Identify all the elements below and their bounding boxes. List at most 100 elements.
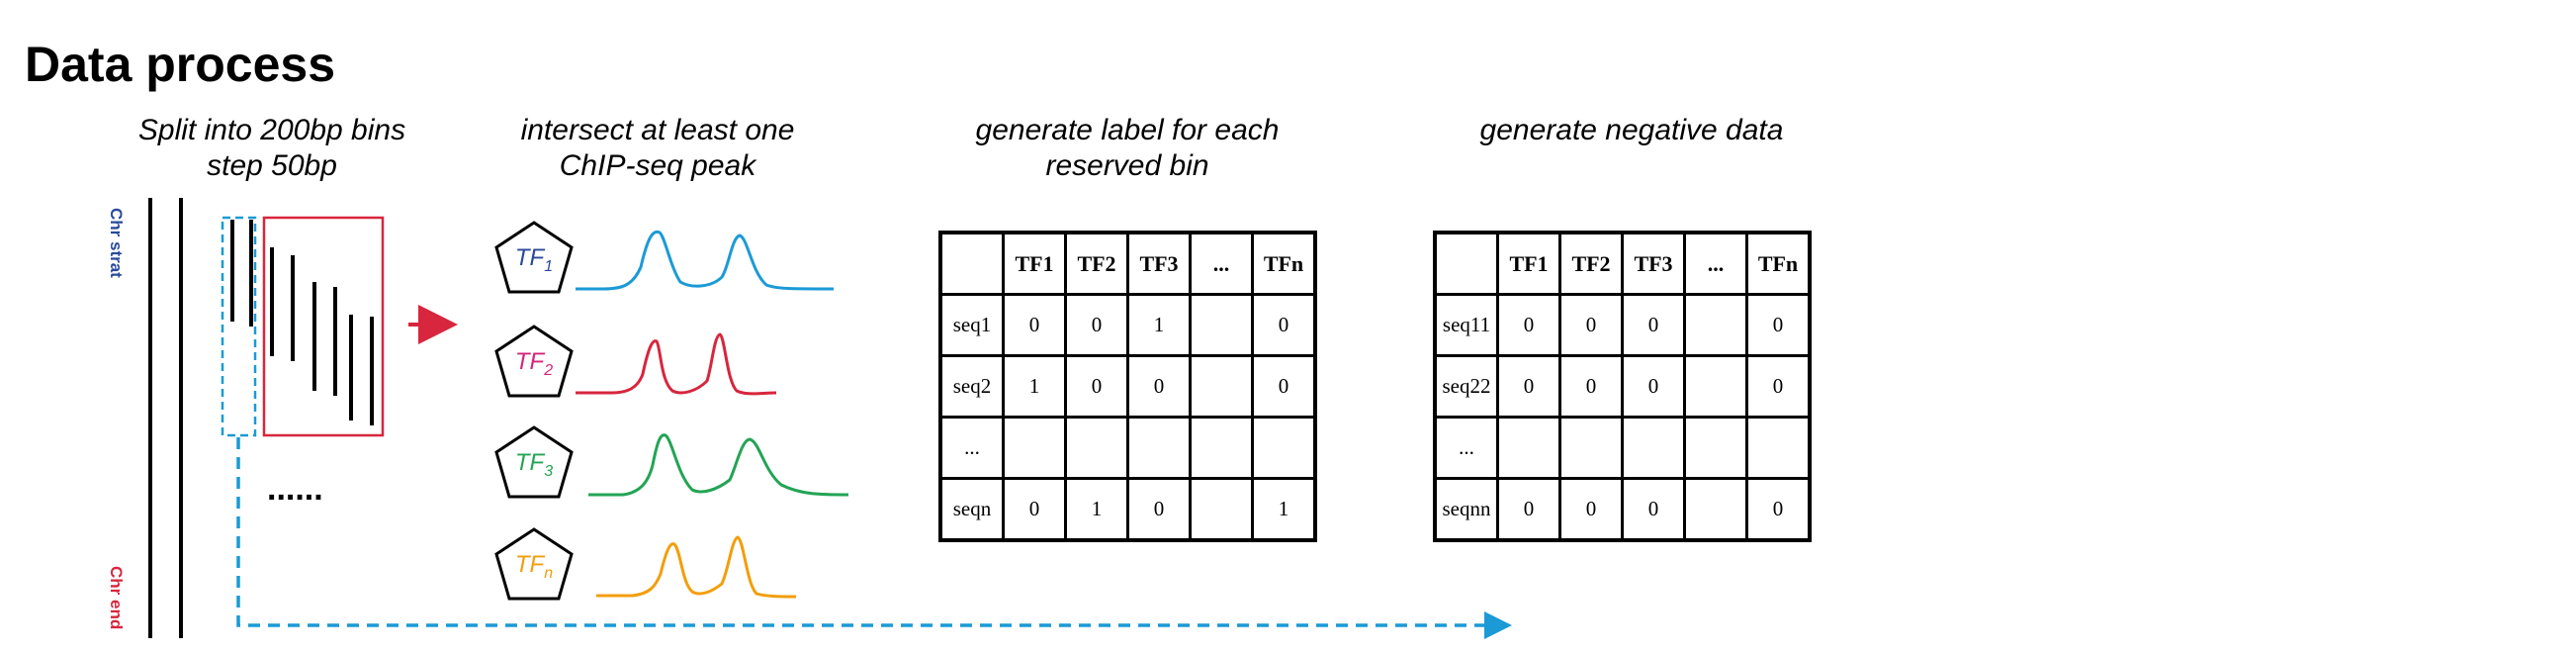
table-header-cell: TF1 — [1496, 231, 1561, 296]
table-cell — [1745, 416, 1812, 480]
table-cell: 0 — [1496, 477, 1561, 542]
table-row: seq22 0 0 0 0 — [1433, 354, 1812, 419]
pentagon-icon — [494, 221, 574, 294]
tf-3-base: TF — [515, 449, 546, 476]
table-cell: 0 — [1558, 354, 1624, 419]
table-cell: 0 — [1496, 293, 1561, 357]
table-cell: seq11 — [1433, 293, 1499, 357]
pentagon-icon — [494, 325, 574, 398]
table-row: ... — [938, 416, 1317, 480]
table-header-row: TF1 TF2 TF3 ... TFn — [938, 231, 1317, 296]
table-cell: 0 — [1745, 293, 1812, 357]
table-cell: seq22 — [1433, 354, 1499, 419]
table-row: seqn 0 1 0 1 — [938, 477, 1317, 542]
pentagon-icon — [494, 527, 574, 601]
tf-2-group: TF2 — [494, 325, 777, 398]
table-cell: seqnn — [1433, 477, 1499, 542]
table-cell: 1 — [1002, 354, 1067, 419]
table-cell — [1189, 416, 1254, 480]
tf-2-label: TF2 — [515, 348, 553, 379]
table-row: seq1 0 0 1 0 — [938, 293, 1317, 357]
page-title: Data process — [25, 37, 336, 92]
table-cell: 0 — [1002, 477, 1067, 542]
table-cell — [1621, 416, 1686, 480]
tf-n-peak — [596, 535, 797, 599]
table-row: seq2 1 0 0 0 — [938, 354, 1317, 419]
caption-generate-negative: generate negative data — [1444, 113, 1820, 148]
bins-red-box — [262, 216, 385, 437]
caption-line: generate label for each — [975, 114, 1280, 146]
table-cell: 0 — [1621, 354, 1686, 419]
tf-n-label: TFn — [515, 551, 553, 582]
table-cell — [1251, 416, 1317, 480]
table-header-cell — [1433, 231, 1499, 296]
table-cell: 0 — [1126, 477, 1192, 542]
table-cell — [1189, 477, 1254, 542]
first-bin-box — [221, 216, 257, 437]
table-header-cell: TF1 — [1002, 231, 1067, 296]
caption-split-bins: Split into 200bp bins step 50bp — [109, 113, 435, 184]
table-header-cell: TF2 — [1558, 231, 1624, 296]
table-header-cell: TF2 — [1064, 231, 1129, 296]
tf-2-peak — [576, 332, 777, 396]
tf-3-peak — [588, 433, 849, 497]
tf-1-group: TF1 — [494, 221, 835, 294]
pentagon-icon — [494, 425, 574, 499]
table-cell: 0 — [1002, 293, 1067, 357]
tf-3-sub: 3 — [544, 463, 553, 480]
caption-generate-label: generate label for each reserved bin — [939, 113, 1315, 184]
table-cell — [1496, 416, 1561, 480]
tf-3-group: TF3 — [494, 425, 849, 499]
table-cell: 1 — [1126, 293, 1192, 357]
negative-table: TF1 TF2 TF3 ... TFn seq11 0 0 0 0 seq22 … — [1433, 231, 1812, 542]
table-cell: 0 — [1064, 293, 1129, 357]
table-cell: 0 — [1558, 477, 1624, 542]
table-cell: seq1 — [938, 293, 1005, 357]
table-cell — [1126, 416, 1192, 480]
tf-2-sub: 2 — [543, 362, 553, 379]
table-cell: 0 — [1745, 477, 1812, 542]
table-header-cell: ... — [1683, 231, 1748, 296]
table-cell: ... — [1433, 416, 1499, 480]
table-cell: 1 — [1064, 477, 1129, 542]
caption-line: step 50bp — [207, 149, 337, 182]
table-header-cell — [938, 231, 1005, 296]
table-header-cell: ... — [1189, 231, 1254, 296]
table-cell: 0 — [1621, 477, 1686, 542]
table-row: ... — [1433, 416, 1812, 480]
caption-intersect-peak: intersect at least one ChIP-seq peak — [485, 113, 831, 184]
table-header-cell: TFn — [1745, 231, 1812, 296]
table-cell: 0 — [1126, 354, 1192, 419]
table-cell: 0 — [1745, 354, 1812, 419]
table-cell — [1064, 416, 1129, 480]
table-header-row: TF1 TF2 TF3 ... TFn — [1433, 231, 1812, 296]
table-row: seq11 0 0 0 0 — [1433, 293, 1812, 357]
table-cell — [1683, 293, 1748, 357]
table-cell: 0 — [1251, 354, 1317, 419]
table-header-cell: TF3 — [1126, 231, 1192, 296]
table-cell: 0 — [1496, 354, 1561, 419]
chr-end-label: Chr end — [107, 566, 126, 629]
table-cell: seqn — [938, 477, 1005, 542]
tf-1-sub: 1 — [544, 258, 553, 275]
tf-2-base: TF — [515, 348, 546, 375]
table-cell — [1189, 354, 1254, 419]
table-cell: 0 — [1064, 354, 1129, 419]
table-cell: seq2 — [938, 354, 1005, 419]
table-cell — [1558, 416, 1624, 480]
label-table: TF1 TF2 TF3 ... TFn seq1 0 0 1 0 seq2 1 … — [938, 231, 1317, 542]
table-header-cell: TF3 — [1621, 231, 1686, 296]
tf-n-sub: n — [544, 565, 553, 582]
table-cell: 0 — [1621, 293, 1686, 357]
table-cell — [1683, 416, 1748, 480]
table-cell — [1002, 416, 1067, 480]
table-cell: 0 — [1558, 293, 1624, 357]
caption-line: Split into 200bp bins — [137, 114, 406, 146]
chr-start-label: Chr strat — [107, 208, 126, 278]
table-row: seqnn 0 0 0 0 — [1433, 477, 1812, 542]
caption-line: intersect at least one — [520, 114, 795, 146]
table-cell — [1683, 477, 1748, 542]
caption-line: ChIP-seq peak — [559, 149, 756, 182]
tf-n-base: TF — [515, 551, 546, 578]
